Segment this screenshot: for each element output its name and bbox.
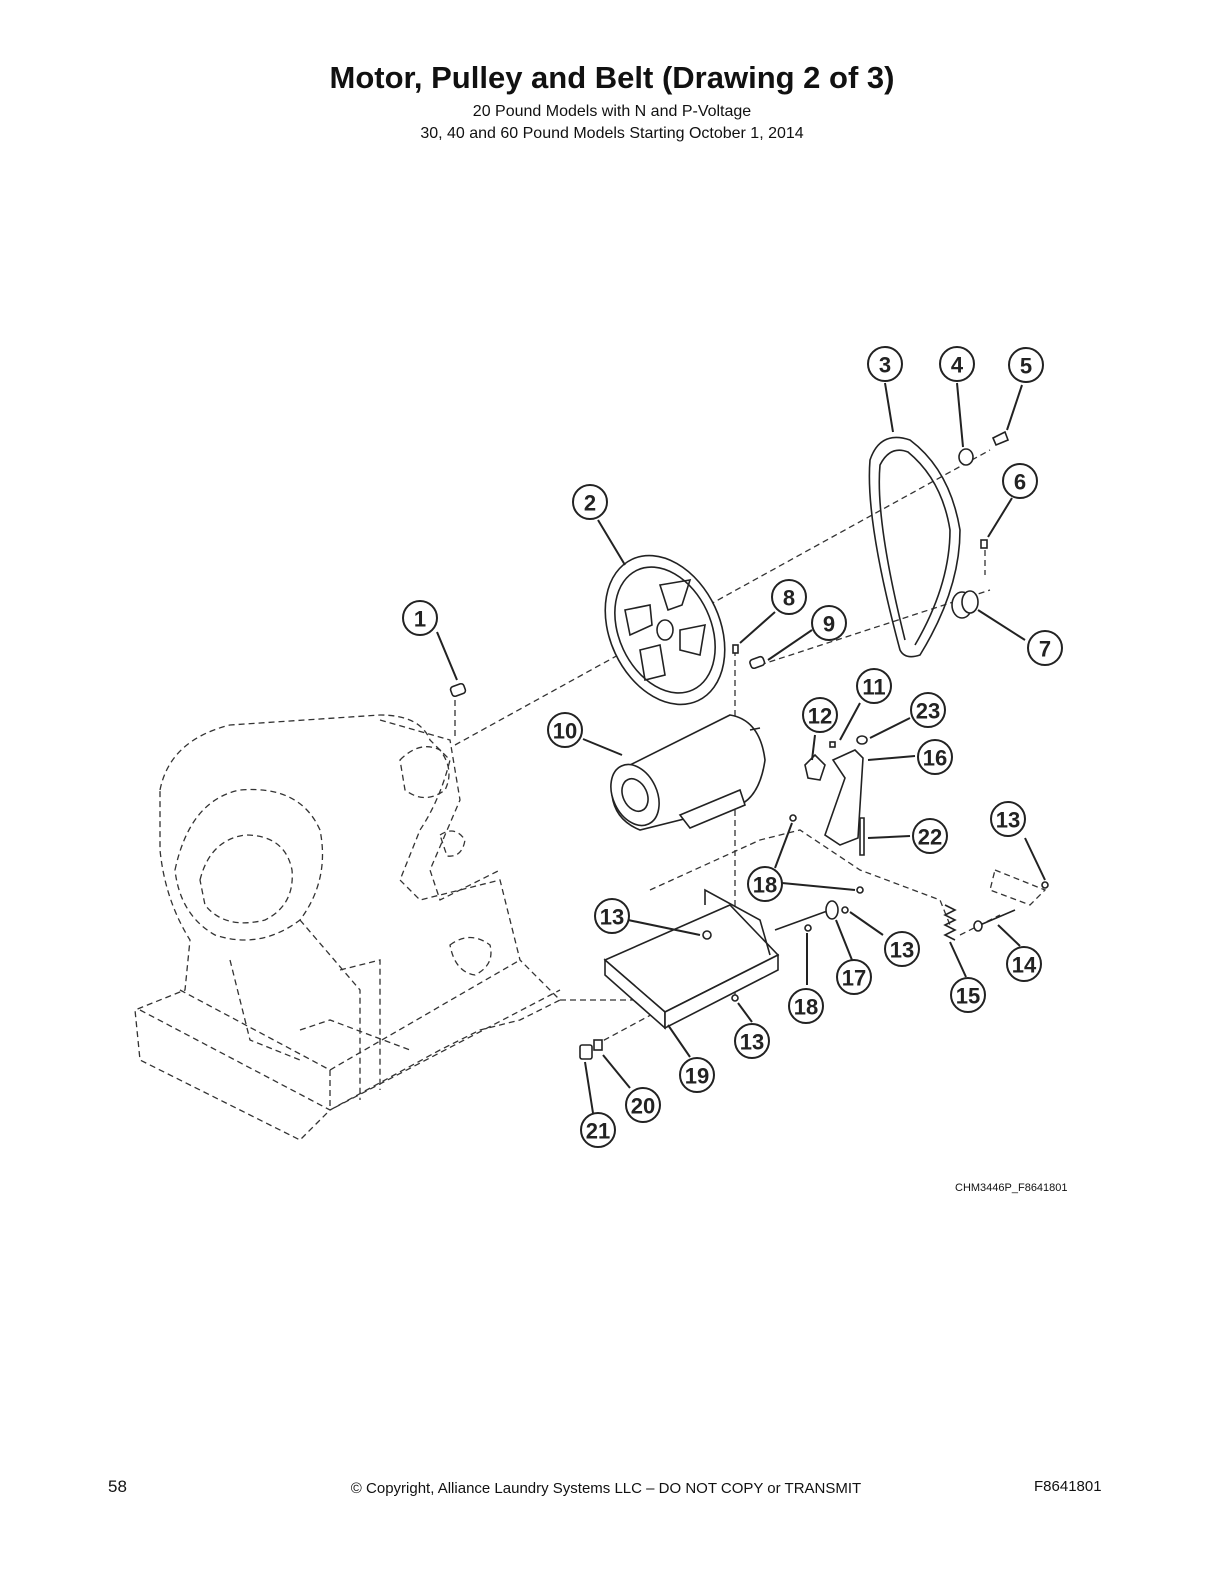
- callout-19: 19: [679, 1057, 715, 1093]
- callout-number: 5: [1020, 354, 1032, 379]
- callout-18: 18: [747, 866, 783, 902]
- setscrew-part: [980, 539, 988, 549]
- callout-number: 18: [753, 873, 777, 898]
- callout-number: 13: [600, 905, 624, 930]
- callout-15: 15: [950, 977, 986, 1013]
- drive-pulley: [604, 554, 726, 706]
- callout-5: 5: [1008, 347, 1044, 383]
- machine-frame-outline: [134, 714, 562, 1141]
- callout-16: 16: [917, 739, 953, 775]
- callout-13: 13: [734, 1023, 770, 1059]
- screw-part: [991, 430, 1010, 447]
- callout-number: 10: [553, 719, 577, 744]
- figure-id: CHM3446P_F8641801: [955, 1182, 1068, 1194]
- key-part: [449, 682, 467, 698]
- callout-21: 21: [580, 1112, 616, 1148]
- callout-12: 12: [802, 697, 838, 733]
- screw-part-3: [856, 886, 864, 894]
- clamp-part: [804, 753, 826, 781]
- callout-number: 11: [862, 675, 885, 700]
- callout-17: 17: [836, 959, 872, 995]
- callout-3: 3: [867, 346, 903, 382]
- callout-number: 21: [586, 1119, 610, 1144]
- callout-number: 23: [916, 699, 940, 724]
- motor-pulley: [951, 590, 979, 619]
- nut-part-5: [731, 994, 739, 1002]
- page-title: Motor, Pulley and Belt (Drawing 2 of 3): [329, 60, 895, 95]
- nut-part-4: [841, 906, 849, 914]
- callout-number: 2: [584, 491, 596, 516]
- callout-number: 13: [996, 808, 1020, 833]
- callout-number: 19: [685, 1064, 709, 1089]
- callout-10: 10: [547, 712, 583, 748]
- callout-20: 20: [625, 1087, 661, 1123]
- motor-part: [610, 714, 766, 831]
- callout-number: 17: [842, 966, 866, 991]
- nut-part-2: [856, 735, 868, 745]
- motor-base-plate: [603, 888, 831, 1030]
- callout-number: 18: [794, 995, 818, 1020]
- leader-lines: [436, 382, 1046, 1114]
- page-number: 58: [108, 1477, 127, 1496]
- callout-4: 4: [939, 346, 975, 382]
- callout-number: 22: [918, 825, 942, 850]
- key-part-2: [749, 655, 766, 670]
- link-part: [825, 900, 839, 920]
- callout-number: 14: [1012, 953, 1037, 978]
- bolt-part: [859, 817, 865, 856]
- spring-part: [943, 904, 957, 941]
- callout-number: 1: [414, 607, 426, 632]
- callout-9: 9: [811, 605, 847, 641]
- callout-2: 2: [572, 484, 608, 520]
- callout-number: 20: [631, 1094, 655, 1119]
- callout-13: 13: [884, 931, 920, 967]
- callout-13: 13: [594, 898, 630, 934]
- callout-13: 13: [990, 801, 1026, 837]
- washer-part: [958, 448, 974, 466]
- callout-number: 15: [956, 984, 980, 1009]
- callout-number: 12: [808, 704, 832, 729]
- screw-part-2: [789, 814, 797, 822]
- callout-7: 7: [1027, 630, 1063, 666]
- callout-number: 8: [783, 586, 795, 611]
- callout-14: 14: [1006, 946, 1042, 982]
- bracket-part: [824, 749, 864, 846]
- callout-number: 16: [923, 746, 947, 771]
- callout-number: 4: [951, 353, 964, 378]
- callout-23: 23: [910, 692, 946, 728]
- callout-number: 3: [879, 353, 891, 378]
- callout-6: 6: [1002, 463, 1038, 499]
- callout-8: 8: [771, 579, 807, 615]
- document-number: F8641801: [1034, 1478, 1102, 1495]
- callout-22: 22: [912, 818, 948, 854]
- subtitle-line-1: 20 Pound Models with N and P-Voltage: [472, 103, 752, 120]
- callout-number: 13: [890, 938, 914, 963]
- nut-part: [829, 741, 836, 748]
- nut-part-3: [579, 1044, 593, 1060]
- copyright-notice: © Copyright, Alliance Laundry Systems LL…: [350, 1480, 862, 1497]
- drive-belt: [868, 436, 961, 658]
- callout-number: 7: [1039, 637, 1051, 662]
- nut-part-6: [1041, 881, 1049, 889]
- callout-1: 1: [402, 600, 438, 636]
- washer-part-2: [593, 1039, 603, 1051]
- subtitle-line-2: 30, 40 and 60 Pound Models Starting Octo…: [420, 125, 804, 142]
- screw-part-4: [804, 924, 812, 932]
- pin-part: [732, 644, 739, 654]
- callout-18: 18: [788, 988, 824, 1024]
- eye-bolt-part: [979, 909, 1016, 926]
- callout-number: 9: [823, 612, 835, 637]
- callout-11: 11: [856, 668, 892, 704]
- callout-number: 6: [1014, 470, 1026, 495]
- callout-number: 13: [740, 1030, 764, 1055]
